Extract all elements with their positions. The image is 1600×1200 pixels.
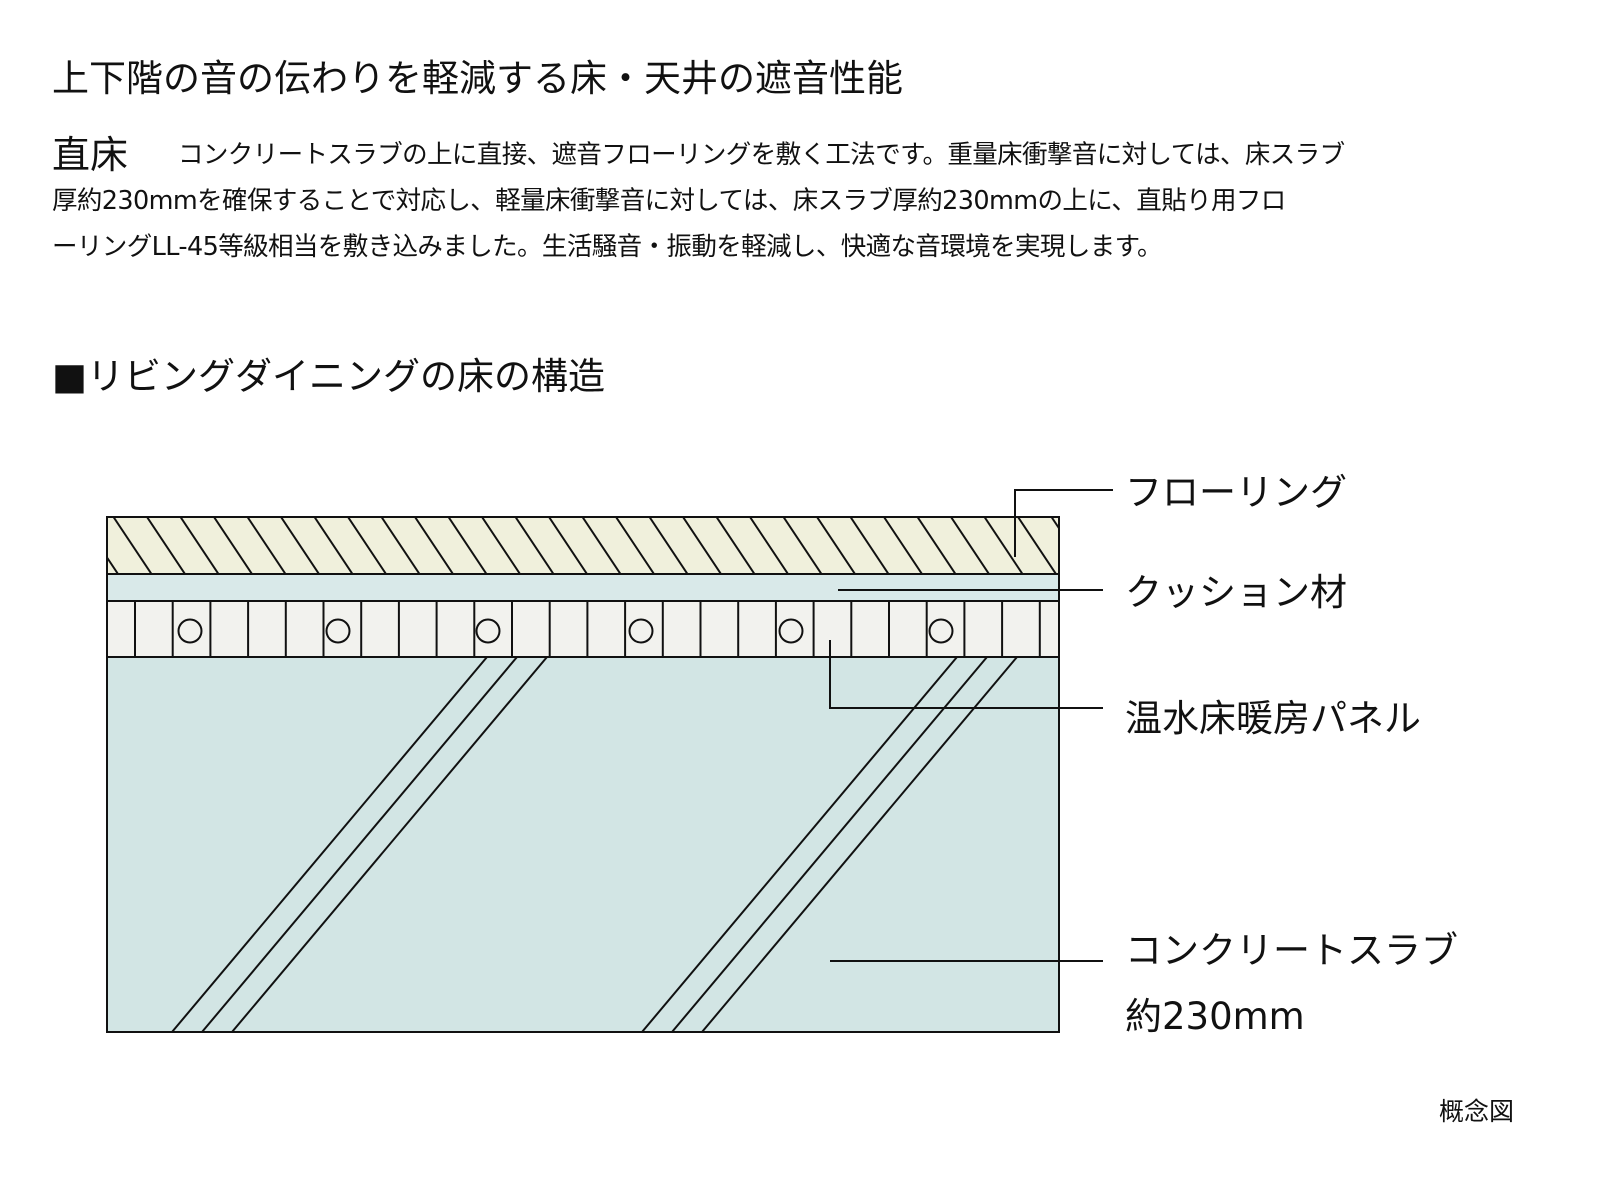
hatch-line	[146, 517, 186, 574]
hatch-line	[447, 517, 488, 574]
body-line-2: 厚約230mmを確保することで対応し、軽量床衝撃音に対しては、床スラブ厚約230…	[52, 186, 1286, 216]
heating-pipe-icon	[628, 618, 654, 644]
label-cushion: クッション材	[1125, 571, 1347, 614]
hatch-line	[548, 517, 588, 574]
hatch-line	[749, 517, 789, 574]
leader-panel	[829, 640, 1103, 709]
hatch-line	[414, 517, 454, 574]
slab-break-lines	[171, 656, 1018, 1033]
hatch-line	[849, 517, 890, 574]
hatch-line	[682, 517, 722, 574]
hatch-line	[179, 517, 220, 574]
hatch-line	[715, 517, 756, 574]
heating-pipe-icon	[928, 618, 954, 644]
body-line-1: コンクリートスラブの上に直接、遮音フローリングを敷く工法です。重量床衝撃音に対し…	[178, 140, 1345, 170]
hatch-line	[883, 517, 923, 574]
conceptual-note: 概念図	[1438, 1097, 1514, 1126]
hatch-line	[380, 517, 421, 574]
page-title: 上下階の音の伝わりを軽減する床・天井の遮音性能	[52, 57, 903, 100]
hatch-line	[107, 555, 119, 574]
hatch-line	[648, 517, 689, 574]
diagram-heading: ■リビングダイニングの床の構造	[52, 355, 605, 398]
cushion-layer	[107, 574, 1059, 601]
heating-pipe-icon	[325, 618, 351, 644]
body-line-3: ーリングLL-45等級相当を敷き込みました。生活騒音・振動を軽減し、快適な音環境…	[52, 232, 1162, 262]
label-concrete-slab: コンクリートスラブ	[1125, 929, 1458, 972]
concrete-slab-layer	[107, 657, 1059, 1032]
hatch-line	[213, 517, 253, 574]
hatch-line	[782, 517, 823, 574]
hatch-line	[313, 517, 354, 574]
hatch-line	[916, 517, 957, 574]
hatch-line	[615, 517, 655, 574]
heating-pipe-icon	[778, 618, 804, 644]
heating-pipe-icon	[177, 618, 203, 644]
hatch-line	[581, 517, 622, 574]
hatch-line	[816, 517, 856, 574]
hatch-line	[112, 517, 153, 574]
hatch-line	[514, 517, 555, 574]
leader-flooring	[1014, 489, 1113, 557]
hatch-line	[983, 517, 1024, 574]
hatch-line	[280, 517, 320, 574]
label-slab-thickness: 約230mm	[1125, 995, 1305, 1038]
hatch-line	[1050, 517, 1059, 531]
hatch-line	[246, 517, 287, 574]
hatch-line	[950, 517, 990, 574]
hatch-line	[347, 517, 387, 574]
hatch-line	[481, 517, 521, 574]
label-flooring: フローリング	[1125, 471, 1347, 514]
heating-pipe-icon	[475, 618, 501, 644]
heating-panel-layer	[107, 601, 1059, 657]
hatch-line	[1017, 517, 1057, 574]
label-heating-panel: 温水床暖房パネル	[1125, 697, 1421, 740]
section-heading: 直床	[52, 133, 129, 177]
